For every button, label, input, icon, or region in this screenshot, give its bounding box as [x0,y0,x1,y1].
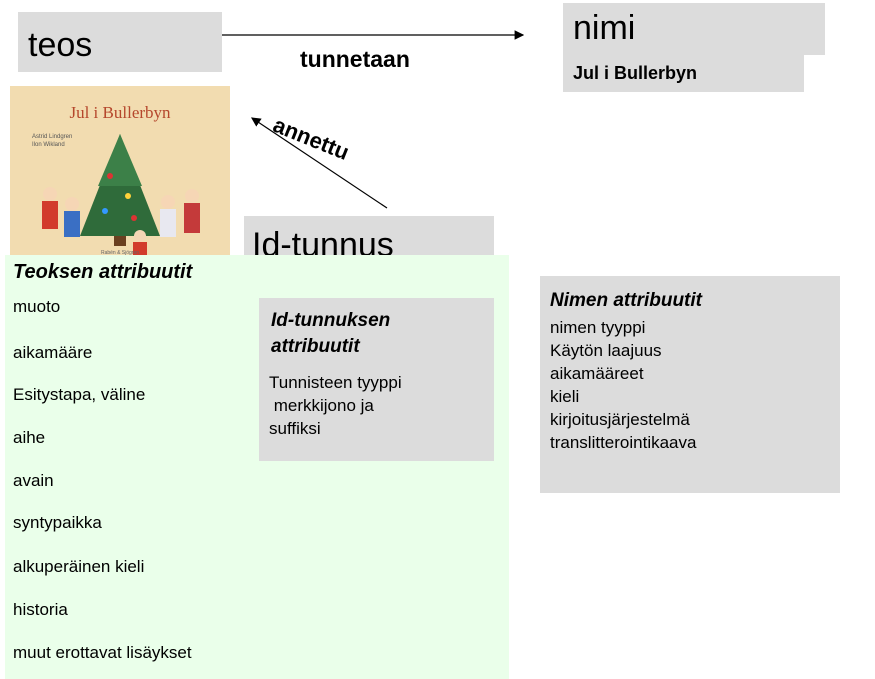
teos-attr-item: syntypaikka [13,513,102,532]
nimi-attr-item: kieli [550,387,580,406]
cover-illustrator: Ilon Wikland [32,142,65,148]
id-attributes-title: Id-tunnuksen attribuutit [271,308,390,360]
nimi-attr-item: translitterointikaava [550,433,697,452]
nimi-attributes-title: Nimen attribuutit [550,290,702,311]
teos-attr-item: Esitystapa, väline [13,385,146,404]
nimi-example-title: Jul i Bullerbyn [573,63,698,83]
teos-attr-item: aikamääre [13,343,93,362]
nimi-box: nimi [563,3,825,55]
cover-title: Jul i Bullerbyn [69,103,171,122]
id-attributes-body: Tunnisteen tyyppi merkkijono ja suffiksi [269,373,402,438]
id-attributes-title-line1: Id-tunnuksen [271,310,391,331]
nimi-attr-item: nimen tyyppi [550,318,646,337]
teos-attributes-panel: Teoksen attribuutit muoto aikamääre Esit… [5,255,509,679]
nimi-label: nimi [573,9,636,47]
book-cover-illustration: Jul i Bullerbyn Astrid Lindgren Ilon Wik… [10,86,230,258]
nimi-attributes-panel: Nimen attribuutit nimen tyyppi Käytön la… [540,276,840,493]
teos-attr-item: aihe [13,428,46,447]
nimi-attr-item: kirjoitusjärjestelmä [550,410,690,429]
id-tunnus-attributes-panel: Id-tunnuksen attribuutit Tunnisteen tyyp… [259,298,494,461]
cover-author: Astrid Lindgren [32,134,72,140]
teos-attr-item: avain [13,471,54,490]
teos-label: teos [28,26,93,64]
teos-attr-item: muut erottavat lisäykset [13,643,192,662]
nimi-attr-item: Käytön laajuus [550,341,662,360]
nimi-example-box: Jul i Bullerbyn [563,55,804,92]
annettu-arrow [251,117,388,209]
id-attributes-title-line2: attribuutit [271,336,360,357]
teos-attr-item: muoto [13,297,61,316]
book-cover-image: Jul i Bullerbyn Astrid Lindgren Ilon Wik… [10,86,230,258]
nimi-attr-item: aikamääreet [550,364,644,383]
teos-attr-item: alkuperäinen kieli [13,557,145,576]
teos-box: teos [18,12,222,72]
teos-attr-item: historia [13,600,68,619]
tunnetaan-label: tunnetaan [300,46,410,72]
cover-publisher: Rabén & Sjögren [101,250,139,256]
teos-attributes-title: Teoksen attribuutit [13,261,193,283]
